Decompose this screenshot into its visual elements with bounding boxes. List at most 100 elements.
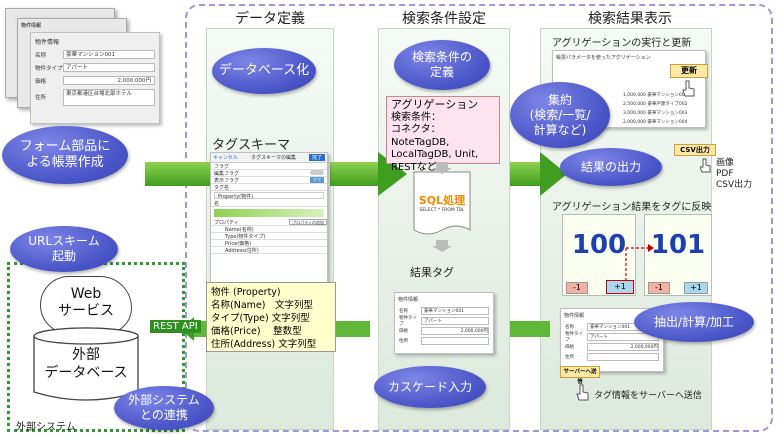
bubble-url-scheme: URLスキーム 起動: [10, 226, 118, 272]
agg-line: 検索条件：: [391, 111, 441, 123]
desc-line: 住所(Address) 文字列型: [211, 339, 317, 350]
desc-line: タイプ(Type) 文字列型: [211, 313, 310, 324]
green-arrow-top: [145, 152, 567, 196]
cascade-address-field[interactable]: [421, 337, 489, 345]
prop-header-row: プロパティ プロパティの追加: [211, 219, 327, 226]
cascade-card-title: 物件情報: [398, 297, 419, 303]
hand-pointer-icon: [576, 384, 589, 401]
name-header: 名: [211, 200, 327, 207]
plus-button-right[interactable]: +1: [684, 282, 708, 294]
minus-button-right[interactable]: -1: [648, 282, 670, 294]
type-value-field[interactable]: Property(物件): [214, 192, 324, 200]
prop-item[interactable]: Price(価格): [211, 240, 327, 247]
prop-item[interactable]: Name(名称): [211, 226, 327, 233]
form-row: 物件タイプアパート: [399, 316, 493, 327]
web-service-label: Web サービス: [58, 286, 114, 319]
agg-panel-title: 帳票パラメータを使ったアグリゲーション: [556, 55, 651, 61]
flag-row: 編集フラグ: [211, 170, 327, 177]
add-property-button[interactable]: プロパティの追加: [289, 219, 327, 225]
done-button[interactable]: 完了: [308, 154, 325, 161]
form-price-field[interactable]: 2,000,000円: [63, 76, 155, 85]
form-name-field[interactable]: 豪華マンション001: [63, 50, 155, 59]
flow-down-arrows: [432, 162, 452, 252]
result-address-field[interactable]: [587, 353, 659, 361]
app-area-frame: [185, 4, 773, 432]
type-header: タグ名: [211, 184, 327, 191]
paper-label: 物件情報: [21, 23, 42, 29]
tag-schema-editor: キャンセル タグスキーマの編集 完了 フラグ 編集フラグ 表示フラグ オフ タグ…: [210, 152, 328, 292]
cancel-button[interactable]: キャンセル: [213, 155, 239, 161]
hand-pointer-icon: [700, 158, 711, 173]
result-card-title: 物件情報: [564, 313, 585, 319]
flag2-toggle[interactable]: オフ: [310, 177, 324, 183]
aggregation-condition-box: アグリゲーション 検索条件： コネクタ：NoteTagDB, LocalTagD…: [386, 96, 500, 173]
form-row-label: 物件タイプ: [565, 332, 583, 343]
hand-pointer-icon: [682, 80, 695, 97]
form-type-field[interactable]: アパート: [63, 63, 155, 72]
send-note: タグ情報をサーバーへ送信: [594, 391, 702, 401]
desc-line: 物件 (Property): [211, 287, 281, 298]
database-icon: [33, 327, 139, 401]
form-row: 名称 豪華マンション001: [399, 306, 493, 316]
reflect-arrow: [625, 244, 654, 280]
minus-button-left[interactable]: -1: [566, 282, 588, 294]
plus-button-left[interactable]: +1: [606, 280, 634, 294]
web-service-cloud: [40, 276, 132, 334]
counter-left-value: 100: [571, 230, 627, 260]
agg-result-row: 2,500,000 豪華戸建タイプ002: [623, 102, 688, 107]
csv-output-button[interactable]: CSV出力: [674, 144, 716, 156]
editor-title: タグスキーマの編集: [250, 155, 296, 161]
format-item: PDF: [716, 169, 734, 179]
form-row: 名称 豪華マンション001: [35, 48, 159, 61]
agg-line: RESTなど: [391, 161, 437, 173]
cascade-type-field[interactable]: アパート: [421, 317, 489, 325]
form-row: 価格 2,000,000円: [35, 74, 159, 87]
form-row-label: 価格: [565, 345, 574, 350]
agg-result-row: 1,000,000 豪華マンション001: [623, 93, 688, 98]
tag-schema-description: 物件 (Property) 名称(Name) 文字列型 タイプ(Type) 文字…: [206, 282, 336, 352]
bubble-aggregate: 集約 (検索/一覧/ 計算など): [510, 82, 610, 148]
form-row-label: 住所: [565, 355, 574, 360]
prop-item[interactable]: Type(物件タイプ): [211, 233, 327, 240]
agg-result-row: 2,000,000 豪華マンション004: [623, 120, 688, 125]
agg-result-row: 3,000,000 豪華マンション003: [623, 111, 688, 116]
output-formats: 画像 PDF CSV出力: [716, 158, 752, 191]
tag-schema-title: タグスキーマ: [212, 138, 291, 153]
name-bar: [214, 209, 324, 217]
format-item: CSV出力: [716, 180, 753, 190]
prop-item[interactable]: Address(住所): [211, 247, 327, 254]
cascade-price-field[interactable]: 2,000,000円: [421, 327, 489, 335]
form-row: 住所 東京都港区台場北部ホテル: [35, 87, 159, 107]
agg-line: アグリゲーション: [391, 98, 479, 111]
prop-header: プロパティ: [214, 220, 239, 226]
bubble-cascade: カスケード入力: [374, 366, 486, 408]
agg-line: コネクタ：NoteTagDB,: [391, 124, 450, 148]
sql-title: SQL処理: [418, 194, 466, 207]
flag-header: フラグ: [211, 163, 327, 170]
send-to-server-button[interactable]: サーバーへ送信: [560, 366, 600, 385]
form-row: 住所: [399, 336, 493, 346]
flag1-toggle[interactable]: [310, 170, 324, 175]
format-item: 画像: [716, 158, 735, 168]
result-price-field[interactable]: 2,000,000円: [587, 343, 659, 351]
header-search-result: 検索結果表示: [588, 11, 672, 27]
bubble-external-link: 外部システム との連携: [114, 386, 214, 430]
desc-line: 名称(Name) 文字列型: [211, 300, 313, 311]
form-row-label: 住所: [399, 339, 408, 344]
form-row-label: 名称: [399, 309, 408, 314]
flag-row: 表示フラグ オフ: [211, 177, 327, 184]
form-row: 価格 2,000,000円: [565, 342, 663, 352]
update-button[interactable]: 更新: [670, 64, 708, 78]
form-row-label: 名称: [565, 325, 574, 330]
header-data-def: データ定義: [235, 11, 305, 27]
cascade-name-field[interactable]: 豪華マンション001: [421, 307, 489, 315]
form-address-field[interactable]: 東京都港区台場北部ホテル: [63, 88, 155, 106]
form-row-label: 住所: [35, 95, 47, 101]
counter-right-value: 101: [650, 230, 706, 260]
form-card-title: 物件情報: [35, 39, 60, 46]
desc-line: 価格(Price) 整数型: [211, 326, 302, 337]
database-label: 外部 データベース: [44, 347, 128, 381]
form-row: 住所: [565, 352, 663, 362]
